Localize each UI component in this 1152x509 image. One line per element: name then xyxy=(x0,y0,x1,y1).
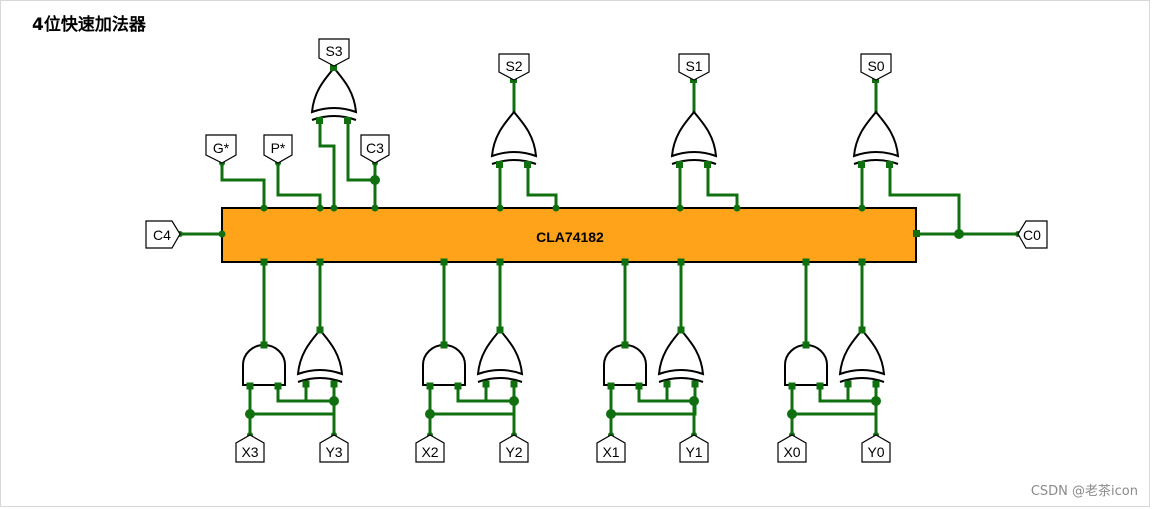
pin-s3 xyxy=(318,38,350,67)
pin-g-star xyxy=(205,134,237,164)
xor-gate-s0 xyxy=(853,111,899,165)
pin-label-s1: S1 xyxy=(685,58,702,74)
pin-label-y3: Y3 xyxy=(325,444,342,460)
pin-label-s3: S3 xyxy=(325,43,342,59)
and-gate-3 xyxy=(242,344,286,386)
pin-label-c4: C4 xyxy=(153,227,171,243)
pin-label-x1: X1 xyxy=(602,444,619,460)
diagram-title: 4位快速加法器 xyxy=(32,15,146,35)
xor-gate-2 xyxy=(477,329,523,383)
xor-gate-1 xyxy=(658,329,704,383)
pin-label-x2: X2 xyxy=(421,444,438,460)
watermark: CSDN @老茶icon xyxy=(1030,484,1138,499)
pin-c0 xyxy=(1017,220,1048,249)
pin-label-c0: C0 xyxy=(1023,227,1041,243)
pin-label-y2: Y2 xyxy=(505,444,522,460)
pin-c3 xyxy=(360,134,390,164)
pin-label-x0: X0 xyxy=(783,444,800,460)
xor-gate-3 xyxy=(297,329,343,383)
and-gate-2 xyxy=(422,344,466,386)
chip-label: CLA74182 xyxy=(536,229,604,245)
pin-label-c3: C3 xyxy=(366,140,384,156)
pin-x0 xyxy=(777,434,807,463)
pin-label-s0: S0 xyxy=(867,58,884,74)
xor-gate-0 xyxy=(839,329,885,383)
wires xyxy=(180,68,1018,435)
pin-s2 xyxy=(498,53,530,81)
pin-y2 xyxy=(499,434,529,463)
pin-label-s2: S2 xyxy=(505,58,522,74)
xor-gate-s3 xyxy=(311,67,357,121)
pin-label-g-star: G* xyxy=(213,140,230,156)
xor-gate-s1 xyxy=(671,111,717,165)
pin-label-p-star: P* xyxy=(271,140,286,156)
cla74182-chip xyxy=(221,207,917,263)
and-gate-0 xyxy=(784,344,828,386)
pin-y0 xyxy=(861,434,891,463)
pin-s0 xyxy=(860,53,892,81)
pin-x1 xyxy=(596,434,626,463)
pin-c4 xyxy=(145,220,181,249)
xor-gate-s2 xyxy=(491,111,537,165)
pin-p-star xyxy=(263,134,293,164)
pin-label-x3: X3 xyxy=(241,444,258,460)
pin-x2 xyxy=(415,434,445,463)
pin-label-y0: Y0 xyxy=(867,444,884,460)
pin-y1 xyxy=(679,434,709,463)
and-gate-1 xyxy=(603,344,647,386)
pin-label-y1: Y1 xyxy=(685,444,702,460)
pin-s1 xyxy=(678,53,710,81)
pin-x3 xyxy=(235,434,265,463)
pin-y3 xyxy=(319,434,349,463)
